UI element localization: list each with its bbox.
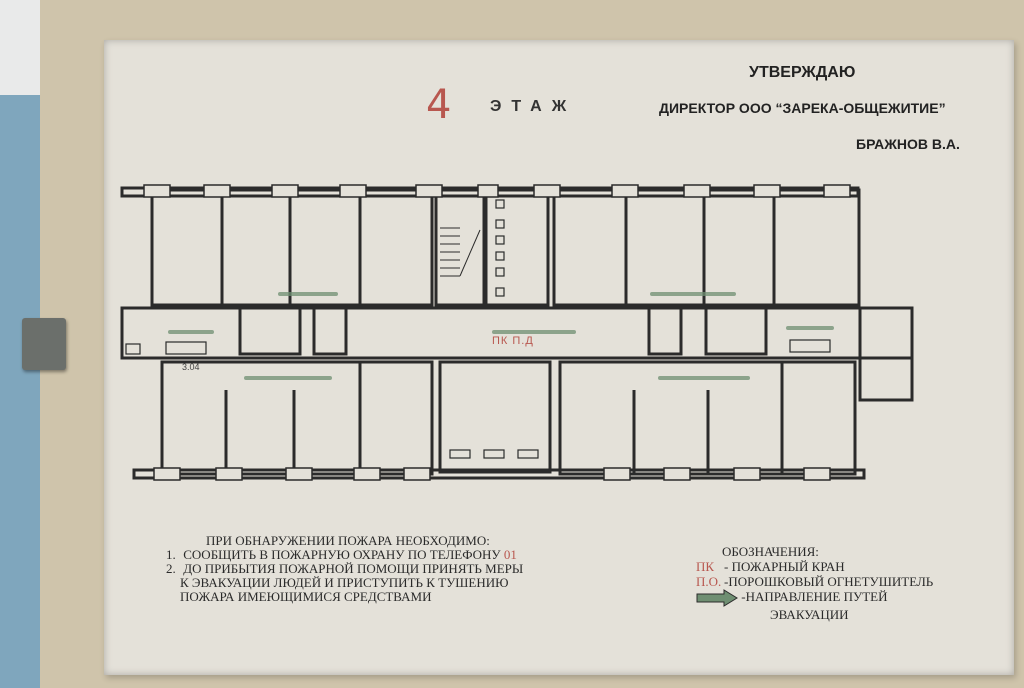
legend: ОБОЗНАЧЕНИЯ: ПК - ПОЖАРНЫЙ КРАН П.О.-ПОРО… [696,544,933,622]
instruction-line-4: ПОЖАРА ИМЕЮЩИМИСЯ СРЕДСТВАМИ [180,589,432,604]
legend-title: ОБОЗНАЧЕНИЯ: [722,544,819,559]
fire-instructions: ПРИ ОБНАРУЖЕНИИ ПОЖАРА НЕОБХОДИМО: 1. СО… [166,534,523,604]
legend-text-pk: - ПОЖАРНЫЙ КРАН [724,559,845,574]
legend-text-evac: -НАПРАВЛЕНИЕ ПУТЕЙ [741,589,888,604]
floor-number: 4 [426,82,452,128]
instruction-number: 2. [166,561,176,576]
room-number-label: 3.04 [182,362,200,372]
approval-title: УТВЕРЖДАЮ [749,64,856,81]
legend-item-po: П.О.-ПОРОШКОВЫЙ ОГНЕТУШИТЕЛЬ [696,574,933,589]
legend-item-evac: -НАПРАВЛЕНИЕ ПУТЕЙ [696,589,933,607]
legend-text-evac-2: ЭВАКУАЦИИ [770,607,849,623]
wall-blue-panel [0,95,40,688]
director-name: БРАЖНОВ В.А. [856,136,960,152]
legend-code-pk: ПК [696,559,715,574]
instruction-number: 1. [166,547,176,562]
floor-word: ЭТАЖ [490,98,577,115]
instructions-title: ПРИ ОБНАРУЖЕНИИ ПОЖАРА НЕОБХОДИМО: [206,533,490,548]
wall-white-strip [0,0,40,95]
instruction-line-3: К ЭВАКУАЦИИ ЛЮДЕЙ И ПРИСТУПИТЬ К ТУШЕНИЮ [180,575,509,590]
binder-clip [22,318,66,370]
floor-plan-drawing [120,184,914,481]
fire-hydrant-marker: ПК П.Д [492,335,534,347]
fire-phone-number: 01 [503,547,517,562]
legend-item-pk: ПК - ПОЖАРНЫЙ КРАН [696,559,933,574]
instruction-item-2: 2. ДО ПРИБЫТИЯ ПОЖАРНОЙ ПОМОЩИ ПРИНЯТЬ М… [166,562,523,576]
legend-text-po: -ПОРОШКОВЫЙ ОГНЕТУШИТЕЛЬ [724,574,934,589]
instruction-text: СООБЩИТЬ В ПОЖАРНУЮ ОХРАНУ ПО ТЕЛЕФОНУ [183,547,501,562]
evacuation-plan-sheet: 4 ЭТАЖ УТВЕРЖДАЮ ДИРЕКТОР ООО “ЗАРЕКА-ОБ… [104,40,1014,675]
evacuation-arrow-icon [696,589,738,607]
instruction-item-1: 1. СООБЩИТЬ В ПОЖАРНУЮ ОХРАНУ ПО ТЕЛЕФОН… [166,548,523,562]
legend-code-po: П.О. [696,574,722,589]
instruction-text: ДО ПРИБЫТИЯ ПОЖАРНОЙ ПОМОЩИ ПРИНЯТЬ МЕРЫ [183,561,524,576]
director-line: ДИРЕКТОР ООО “ЗАРЕКА-ОБЩЕЖИТИЕ” [659,100,946,116]
